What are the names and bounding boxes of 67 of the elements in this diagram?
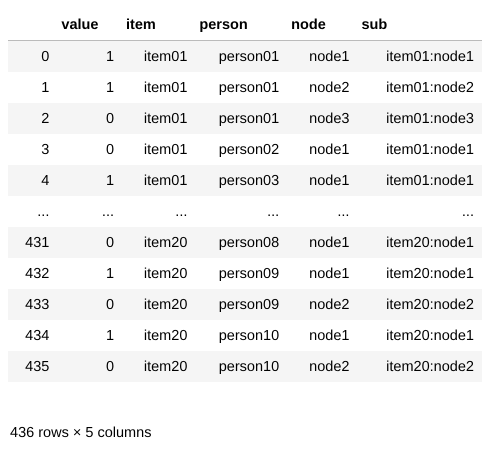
table-cell: node2 [287,289,358,320]
table-cell: item20 [122,289,196,320]
table-cell: node1 [287,258,358,289]
table-cell: item20 [122,320,196,351]
table-cell: person01 [195,103,288,134]
table-cell: 1 [57,40,122,72]
table-cell: person02 [195,134,288,165]
row-index: 3 [8,134,58,165]
row-index: 431 [8,227,58,258]
row-index: 434 [8,320,58,351]
table-cell: item20 [122,258,196,289]
table-cell: item20:node1 [357,258,482,289]
table-cell: person09 [195,258,288,289]
table-caption: 436 rows × 5 columns [10,425,152,441]
table-cell: person10 [195,320,288,351]
row-index: 0 [8,40,58,72]
table-cell: 1 [57,72,122,103]
table-cell: person03 [195,165,288,196]
row-index: 432 [8,258,58,289]
table-cell: 0 [57,351,122,382]
table-cell: person01 [195,40,288,72]
table-cell: ... [122,196,196,227]
table-cell: node1 [287,165,358,196]
table-cell: 0 [57,289,122,320]
table-cell: 1 [57,258,122,289]
row-index: 433 [8,289,58,320]
table-cell: node2 [287,72,358,103]
table-cell: item01 [122,40,196,72]
table-cell: item20:node1 [357,227,482,258]
table-cell: item01:node3 [357,103,482,134]
table-cell: 1 [57,320,122,351]
table-cell: person09 [195,289,288,320]
table-cell: 1 [57,165,122,196]
table-cell: ... [287,196,358,227]
table-cell: node2 [287,351,358,382]
table-cell: item20:node1 [357,320,482,351]
table-cell: node1 [287,134,358,165]
table-cell: item01 [122,165,196,196]
table-cell: item20:node2 [357,289,482,320]
table-cell: 0 [57,103,122,134]
row-index: 4 [8,165,58,196]
table-cell: node3 [287,103,358,134]
table-cell: item01 [122,103,196,134]
table-cell: person08 [195,227,288,258]
table-cell: item20 [122,351,196,382]
row-index: 435 [8,351,58,382]
table-cell: 0 [57,134,122,165]
row-index: 2 [8,103,58,134]
table-cell: item01 [122,72,196,103]
table-cell: ... [57,196,122,227]
table-cell: person10 [195,351,288,382]
table-cell: node1 [287,40,358,72]
table-cell: item20 [122,227,196,258]
row-index: ... [8,196,58,227]
table-cell: 0 [57,227,122,258]
table-cell: ... [195,196,288,227]
table-cell: item01 [122,134,196,165]
table-cell: item01:node1 [357,40,482,72]
table-cell: item01:node1 [357,134,482,165]
table-cell: item01:node2 [357,72,482,103]
table-cell: item01:node1 [357,165,482,196]
table-cell: ... [357,196,482,227]
table-cell: person01 [195,72,288,103]
row-index: 1 [8,72,58,103]
table-cell: item20:node2 [357,351,482,382]
table-cell: node1 [287,320,358,351]
table-cell: node1 [287,227,358,258]
